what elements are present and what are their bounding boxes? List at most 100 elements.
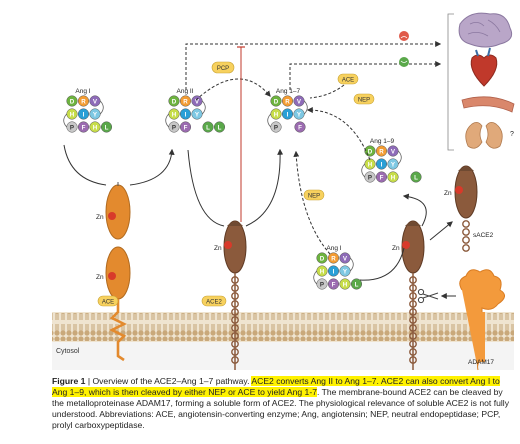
- ang-i-left-residue-1-0-letter: H: [70, 111, 75, 118]
- ang-i-left-residue-2-2: H: [89, 121, 101, 133]
- ang-i-bottom-residue-1-0-letter: H: [320, 268, 325, 275]
- ang-ii-residue-0-0: D: [168, 95, 180, 107]
- ang-1-9-residue-0-2: V: [387, 145, 399, 157]
- ang-1-7-cleaved-f: F: [294, 121, 306, 133]
- ang-i-bottom-residue-0-1: R: [327, 252, 340, 264]
- ace2-enzyme: [223, 220, 247, 370]
- heart-icon: [470, 47, 498, 87]
- ang-i-left-residue-0-2: V: [89, 95, 101, 107]
- ang-1-9-residue-0-0-letter: D: [368, 148, 373, 155]
- ang-ii-residue-0-0-letter: D: [172, 98, 177, 105]
- brain-icon: [458, 12, 513, 48]
- ang-1-9-residue-2-1-letter: F: [380, 174, 384, 181]
- ang-i-left-residue-0-1: R: [77, 95, 90, 107]
- ang-ii-residue-0-1-letter: R: [183, 98, 188, 105]
- ang-i-bottom-residue-2-0: P: [316, 278, 328, 290]
- ang-i-bottom-residue-2-0-letter: P: [320, 281, 324, 288]
- ang-1-7-residue-1-2-letter: Y: [297, 111, 302, 118]
- ang-ii-cleaved-l: L: [213, 121, 226, 133]
- nep-mid-label: NEP: [308, 194, 320, 200]
- ang-i-left-residue-1-1-letter: I: [83, 111, 85, 118]
- cytosol-label: Cytosol: [56, 348, 80, 355]
- ace-zn2-label: Zn: [96, 274, 104, 281]
- ang-1-7-residue-0-0: D: [270, 95, 282, 107]
- ang-1-9-residue-0-1: R: [375, 145, 388, 157]
- ang-1-7-residue-1-0-letter: H: [274, 111, 279, 118]
- ang-ii-residue-1-2: Y: [191, 108, 203, 120]
- ang-i-bottom-residue-2-3: L: [350, 278, 363, 290]
- ang-ii-label: Ang II: [177, 88, 194, 95]
- ace2-zn-label: Zn: [214, 245, 222, 252]
- ang-ii-residue-0-2: V: [191, 95, 203, 107]
- ang-ii-residue-2-1: F: [179, 121, 192, 133]
- ang-ii-cleaved-h-letter: L: [206, 124, 210, 131]
- adam17-label: ADAM17: [468, 359, 494, 366]
- ang-1-9-residue-2-0: P: [364, 171, 376, 183]
- pcp-pill: [211, 61, 235, 74]
- ang-1-9-residue-0-1-letter: R: [379, 148, 384, 155]
- ang-ii-residue-0-1: R: [179, 95, 192, 107]
- ace-membrane-pill: [97, 295, 119, 307]
- nep-mid-pill: [303, 189, 325, 201]
- ang-1-9-cleaved-l-letter: L: [414, 174, 418, 181]
- ang-1-9-residue-0-0: D: [364, 145, 376, 157]
- ace-top-pill: [337, 73, 359, 85]
- figure-caption: Figure 1 | Overview of the ACE2–Ang 1–7 …: [52, 376, 514, 431]
- ang-i-bottom-residue-0-2: V: [339, 252, 351, 264]
- blood-vessel-icon: [461, 96, 515, 113]
- ang-1-7-residue-2-0: P: [270, 121, 282, 133]
- ang-i-left-residue-2-0-letter: P: [70, 124, 74, 131]
- ang-ii-residue-2-0-letter: P: [172, 124, 176, 131]
- detrimental-face-icon: [399, 31, 409, 41]
- ang-i-bottom-residue-2-2-letter: H: [343, 281, 348, 288]
- ace2-membrane-label: ACE2: [206, 300, 222, 306]
- ang-i-left-residue-2-1: F: [77, 121, 90, 133]
- ang-1-9-cleaved-l: L: [410, 171, 422, 183]
- ang-1-9-residue-0-2-letter: V: [391, 148, 396, 155]
- sace2-label: sACE2: [473, 232, 494, 239]
- ang-1-9-label: Ang 1–9: [370, 138, 395, 145]
- ang-i-bottom-label: Ang I: [326, 245, 341, 252]
- ace-enzyme: [105, 182, 131, 362]
- beneficial-face-icon: [399, 57, 409, 67]
- ang-ii-cleaved-l-letter: L: [218, 124, 222, 131]
- ang-1-9-residue-1-0: H: [364, 158, 376, 170]
- question-mark: ?: [510, 131, 514, 138]
- ang-i-bottom-residue-1-1-letter: I: [333, 268, 335, 275]
- nep-top-label: NEP: [358, 98, 370, 104]
- ang-ii-residue-1-0-letter: H: [172, 111, 177, 118]
- kidney-icon: [465, 122, 503, 149]
- ang-i-left-residue-2-1-letter: F: [82, 124, 86, 131]
- ang-1-9-residue-2-2-letter: H: [391, 174, 396, 181]
- ace-top-label: ACE: [342, 78, 354, 84]
- ang-ii-residue-2-0: P: [168, 121, 180, 133]
- ang-1-9-residue-2-1: F: [375, 171, 388, 183]
- ang-i-left-residue-0-0: D: [66, 95, 78, 107]
- sace2-zn-label: Zn: [444, 190, 452, 197]
- ang-ii-residue-1-1-letter: I: [185, 111, 187, 118]
- cytosol-region: [52, 342, 514, 370]
- ang-ii-residue-1-0: H: [168, 108, 180, 120]
- ang-1-7-residue-0-0-letter: D: [274, 98, 279, 105]
- ang-i-left-label: Ang I: [75, 88, 90, 95]
- ang-1-7-residue-1-1-letter: I: [287, 111, 289, 118]
- ang-1-7-cleaved-f-letter: F: [298, 124, 302, 131]
- ace2-enzyme-right: [401, 220, 425, 370]
- ang-ii-residue-1-2-letter: Y: [195, 111, 200, 118]
- ang-ii-residue-2-1-letter: F: [184, 124, 188, 131]
- nep-top-pill: [353, 93, 375, 105]
- ang-i-left-residue-2-0: P: [66, 121, 78, 133]
- ang-i-bottom-residue-1-1: I: [327, 265, 340, 277]
- ang-i-bottom-residue-0-2-letter: V: [343, 255, 348, 262]
- ang-i-left-residue-0-0-letter: D: [70, 98, 75, 105]
- ang-i-left-residue-1-1: I: [77, 108, 90, 120]
- ace-membrane-label: ACE: [102, 300, 114, 306]
- ang-1-9-residue-1-1: I: [375, 158, 388, 170]
- ang-1-7-residue-1-0: H: [270, 108, 282, 120]
- ang-ii-residue-0-2-letter: V: [195, 98, 200, 105]
- ace2-right-zn-label: Zn: [392, 245, 400, 252]
- ang-i-bottom-residue-1-2: Y: [339, 265, 351, 277]
- ang-1-7-residue-2-0-letter: P: [274, 124, 278, 131]
